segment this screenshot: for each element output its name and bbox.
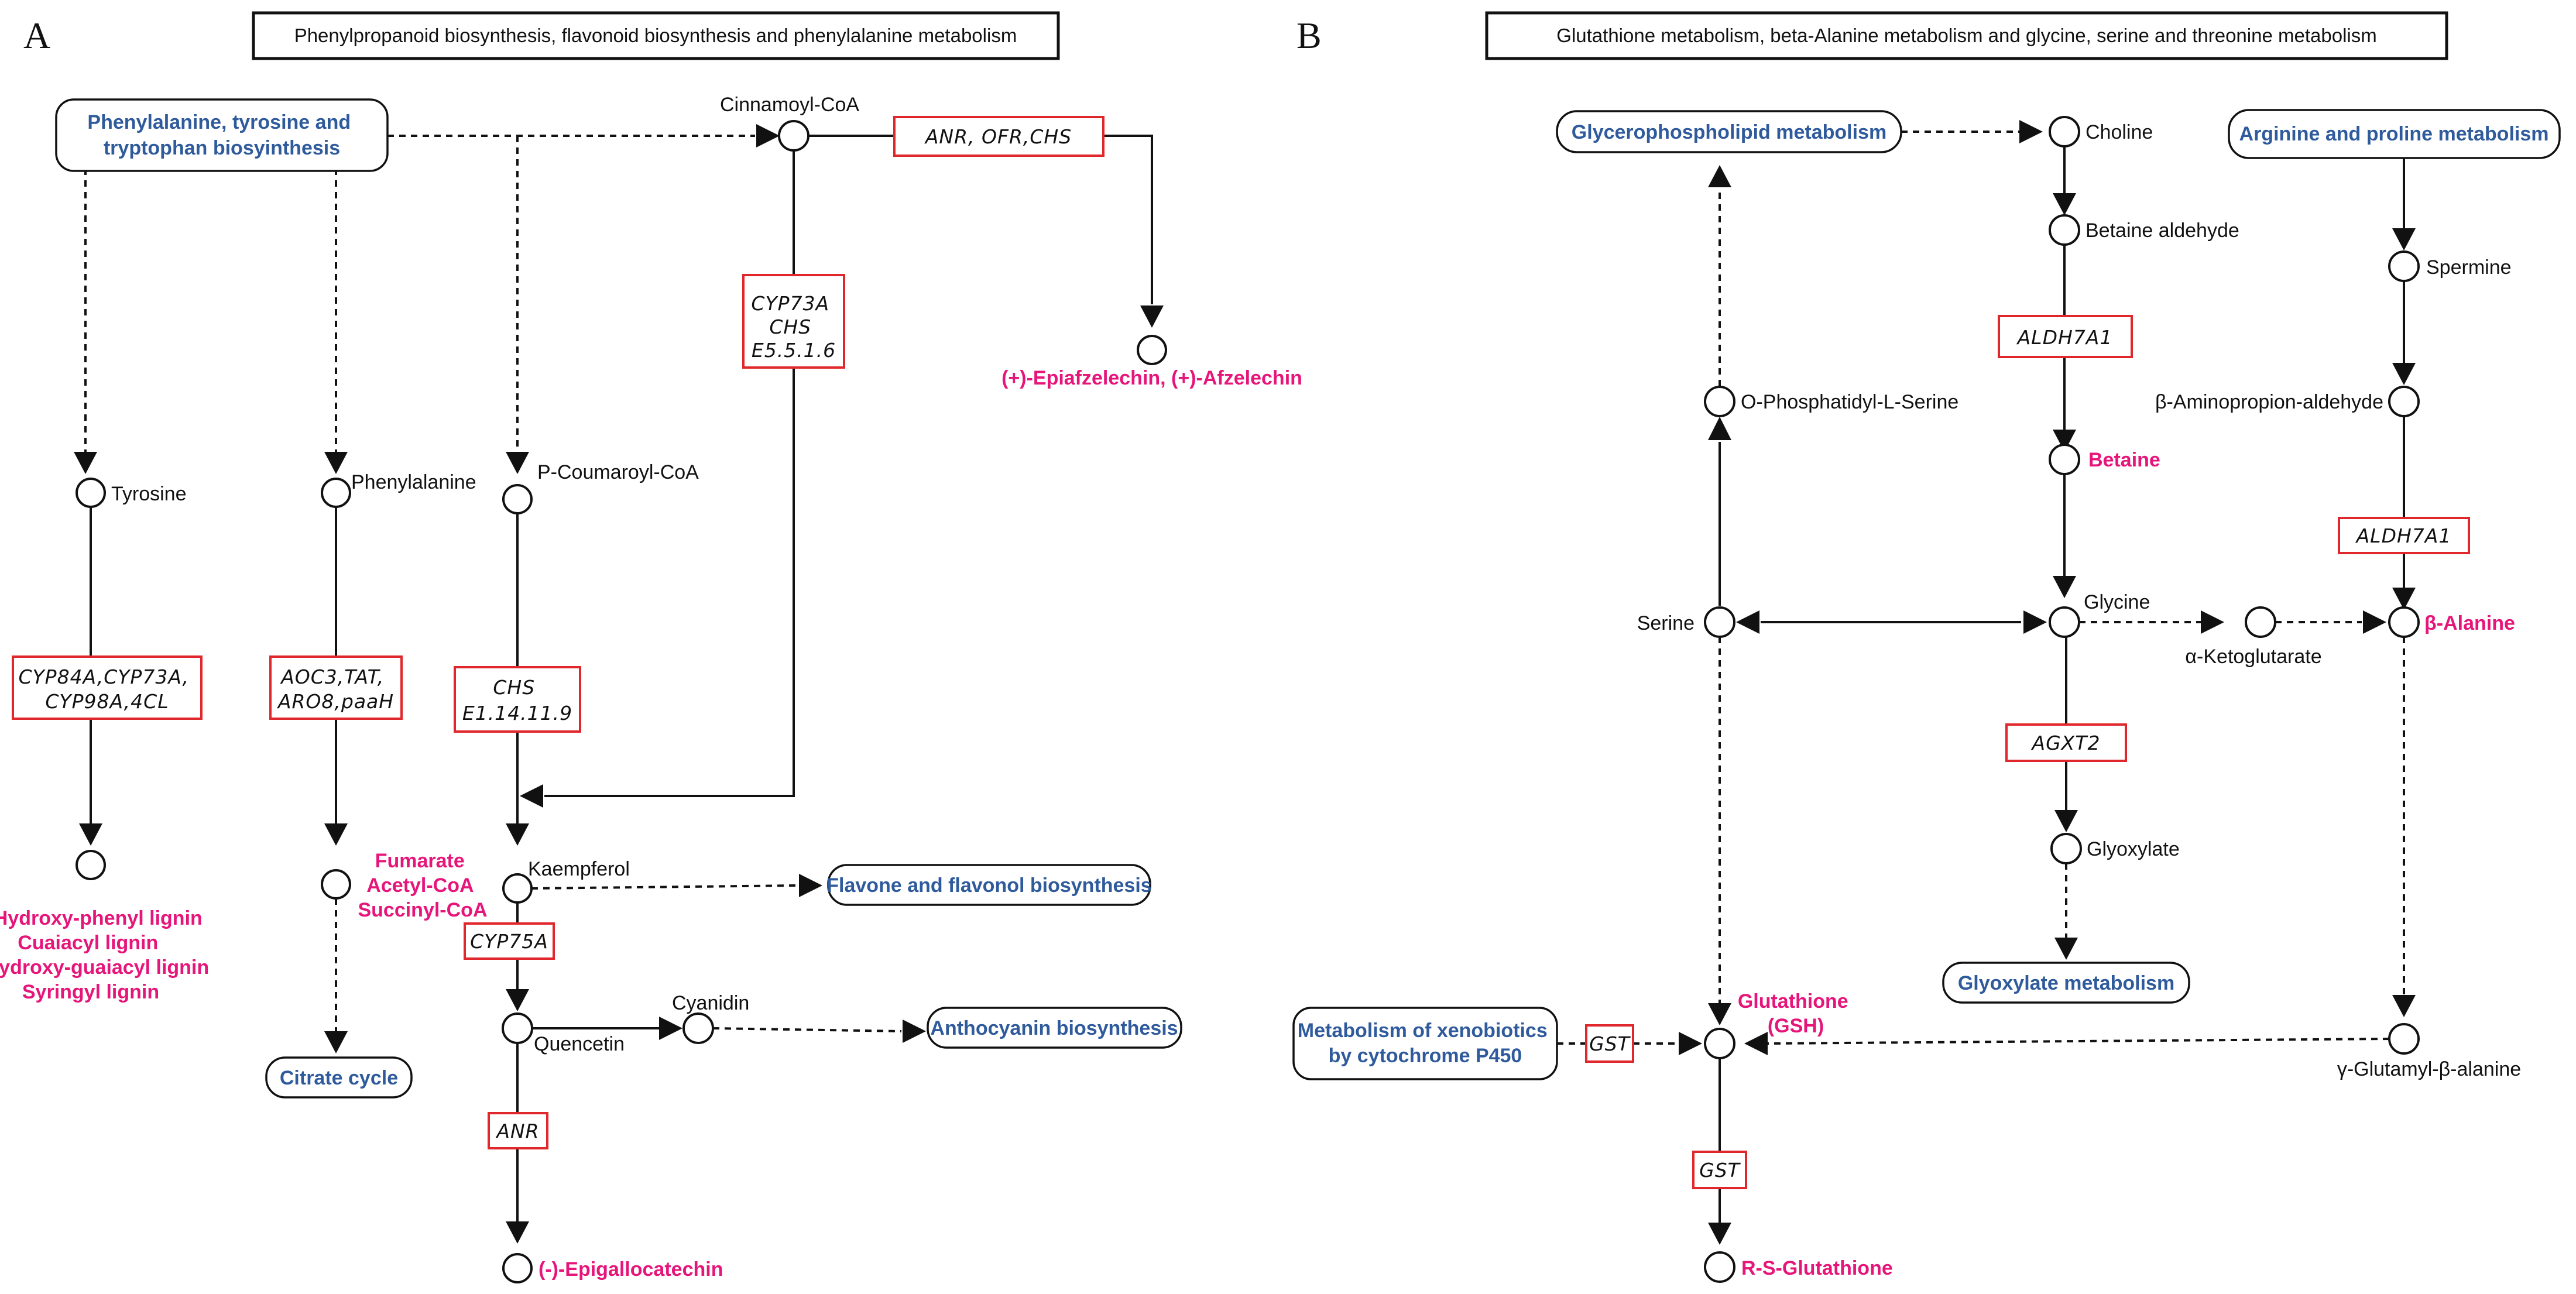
- panel-b-title-box: [1485, 11, 2448, 60]
- node-glycine: [2049, 606, 2080, 638]
- node-betaine-aldehyde: [2049, 214, 2080, 246]
- enzyme-box-cyp84a: [12, 655, 203, 720]
- node-kaempferol: [502, 873, 533, 904]
- label-betaine-aldehyde: Betaine aldehyde: [2086, 219, 2239, 242]
- panel-b-connectors: [1557, 120, 2416, 1245]
- node-fumarate: [321, 869, 351, 900]
- enzyme-gst-2: GST: [1699, 1159, 1741, 1182]
- pathway-label-aromatic-aa: Phenylalanine, tyrosine and tryptophan b…: [87, 111, 356, 159]
- enzyme-box-aoc3: [269, 655, 403, 720]
- node-ketoglutarate: [2245, 606, 2276, 638]
- node-serine: [1704, 606, 1735, 638]
- label-kaempferol: Kaempferol: [528, 858, 630, 880]
- label-phenylalanine: Phenylalanine: [351, 471, 476, 493]
- label-aminopropion-aldehyde: β-Aminopropion-aldehyde: [2155, 391, 2383, 413]
- label-glyoxylate: Glyoxylate: [2087, 838, 2180, 860]
- pathway-box-flavone: [827, 864, 1151, 906]
- pathway-label-xenobiotics: Metabolism of xenobiotics by cytochrome …: [1298, 1020, 1553, 1067]
- enzyme-cyp84a: CYP84A,CYP73A, CYP98A,4CL: [18, 665, 195, 713]
- enzyme-cyp73a-chs: CYP73A CHS E5.5.1.6: [751, 292, 836, 362]
- node-glutamyl-beta-alanine: [2388, 1023, 2420, 1055]
- node-r-s-glutathione: [1704, 1251, 1735, 1283]
- label-tyrosine: Tyrosine: [111, 483, 187, 505]
- node-betaine: [2049, 444, 2080, 475]
- node-lignins: [76, 850, 106, 880]
- pathway-label-arginine: Arginine and proline metabolism: [2239, 123, 2549, 145]
- panel-b-title: Glutathione metabolism, beta-Alanine met…: [1556, 25, 2376, 46]
- label-ketoglutarate: α-Ketoglutarate: [2185, 646, 2321, 668]
- enzyme-box-gst-1: [1585, 1024, 1634, 1063]
- node-epigallocatechin: [502, 1253, 533, 1283]
- label-glutamyl-beta-alanine: γ-Glutamyl-β-alanine: [2337, 1058, 2521, 1080]
- node-tyrosine: [76, 478, 106, 508]
- enzyme-box-anr: [488, 1112, 548, 1149]
- node-cinnamoyl-coa: [778, 120, 809, 152]
- enzyme-box-cyp75a: [464, 922, 555, 960]
- label-quencetin: Quencetin: [534, 1033, 625, 1055]
- enzyme-box-aldh7a1-1: [1998, 315, 2133, 358]
- label-fumarate: Fumarate Acetyl-CoA Succinyl-CoA: [358, 850, 487, 921]
- pathway-label-citrate: Citrate cycle: [280, 1067, 398, 1089]
- enzyme-agxt2: AGXT2: [2031, 732, 2101, 754]
- enzyme-chs: CHS E1.14.11.9: [462, 676, 572, 725]
- label-p-coumaroyl-coa: P-Coumaroyl-CoA: [537, 461, 699, 483]
- label-r-s-glutathione: R-S-Glutathione: [1741, 1257, 1893, 1279]
- node-quencetin: [502, 1012, 533, 1044]
- label-choline: Choline: [2086, 121, 2153, 143]
- panel-a-title: Phenylpropanoid biosynthesis, flavonoid …: [294, 25, 1017, 46]
- pathway-label-glyoxylate: Glyoxylate metabolism: [1958, 972, 2174, 994]
- enzyme-box-anr-ofr-chs: [893, 116, 1105, 157]
- label-lignins: P-Hydroxy-phenyl lignin Cuaiacyl lignin …: [0, 907, 215, 1003]
- pathway-label-glycerophospholipid: Glycerophospholipid metabolism: [1572, 121, 1886, 143]
- pathway-box-glycerophospholipid: [1556, 110, 1902, 153]
- node-o-phosphatidyl-l-serine: [1704, 386, 1735, 417]
- enzyme-aldh7a1-2: ALDH7A1: [2355, 524, 2452, 547]
- enzyme-cyp75a: CYP75A: [470, 930, 548, 953]
- label-cyanidin: Cyanidin: [672, 992, 749, 1014]
- enzyme-box-gst-2: [1692, 1151, 1747, 1189]
- panel-a-letter: A: [23, 15, 50, 56]
- node-glyoxylate: [2050, 833, 2082, 864]
- enzyme-box-cyp73a-chs: [742, 274, 845, 369]
- label-o-phosphatidyl-l-serine: O-Phosphatidyl-L-Serine: [1741, 391, 1958, 413]
- node-spermine: [2388, 250, 2420, 282]
- pathway-box-glyoxylate: [1942, 962, 2190, 1004]
- node-aminopropion-aldehyde: [2388, 386, 2420, 417]
- node-afzelechin: [1137, 335, 1167, 365]
- label-glycine: Glycine: [2084, 591, 2150, 613]
- enzyme-box-chs: [454, 666, 581, 733]
- node-beta-alanine: [2388, 606, 2420, 638]
- label-afzelechin: (+)-Epiafzelechin, (+)-Afzelechin: [1001, 367, 1302, 389]
- label-cinnamoyl-coa: Cinnamoyl-CoA: [720, 94, 859, 116]
- label-beta-alanine: β-Alanine: [2424, 612, 2515, 634]
- enzyme-box-agxt2: [2005, 723, 2127, 762]
- label-serine: Serine: [1637, 612, 1695, 634]
- panel-a-title-box: [252, 11, 1060, 60]
- label-epigallocatechin: (-)-Epigallocatechin: [538, 1258, 723, 1281]
- enzyme-anr-ofr-chs: ANR, OFR,CHS: [924, 125, 1072, 148]
- pathway-box-citrate: [265, 1056, 413, 1099]
- enzyme-gst-1: GST: [1589, 1032, 1631, 1055]
- node-p-coumaroyl-coa: [502, 484, 533, 514]
- label-glutathione: Glutathione (GSH): [1738, 990, 1854, 1037]
- node-glutathione: [1704, 1028, 1735, 1059]
- pathway-box-arginine: [2228, 109, 2561, 159]
- label-spermine: Spermine: [2426, 256, 2512, 279]
- pathway-box-aromatic-aa: [55, 98, 389, 172]
- panel-b-letter: B: [1296, 15, 1322, 56]
- enzyme-aoc3: AOC3,TAT, ARO8,paaH: [277, 665, 394, 713]
- enzyme-box-aldh7a1-2: [2338, 517, 2470, 554]
- enzyme-aldh7a1-1: ALDH7A1: [2016, 326, 2113, 349]
- pathway-label-flavone: Flavone and flavonol biosynthesis: [826, 874, 1151, 897]
- label-betaine: Betaine: [2088, 449, 2160, 471]
- pathway-label-anthocyanin: Anthocyanin biosynthesis: [930, 1017, 1178, 1039]
- node-cyanidin: [682, 1012, 714, 1044]
- node-phenylalanine: [321, 478, 351, 508]
- pathway-box-anthocyanin: [927, 1007, 1182, 1049]
- pathway-box-xenobiotics: [1292, 1007, 1558, 1080]
- panel-a-connectors: [74, 124, 1164, 1244]
- node-choline: [2049, 116, 2080, 147]
- enzyme-anr: ANR: [495, 1120, 539, 1142]
